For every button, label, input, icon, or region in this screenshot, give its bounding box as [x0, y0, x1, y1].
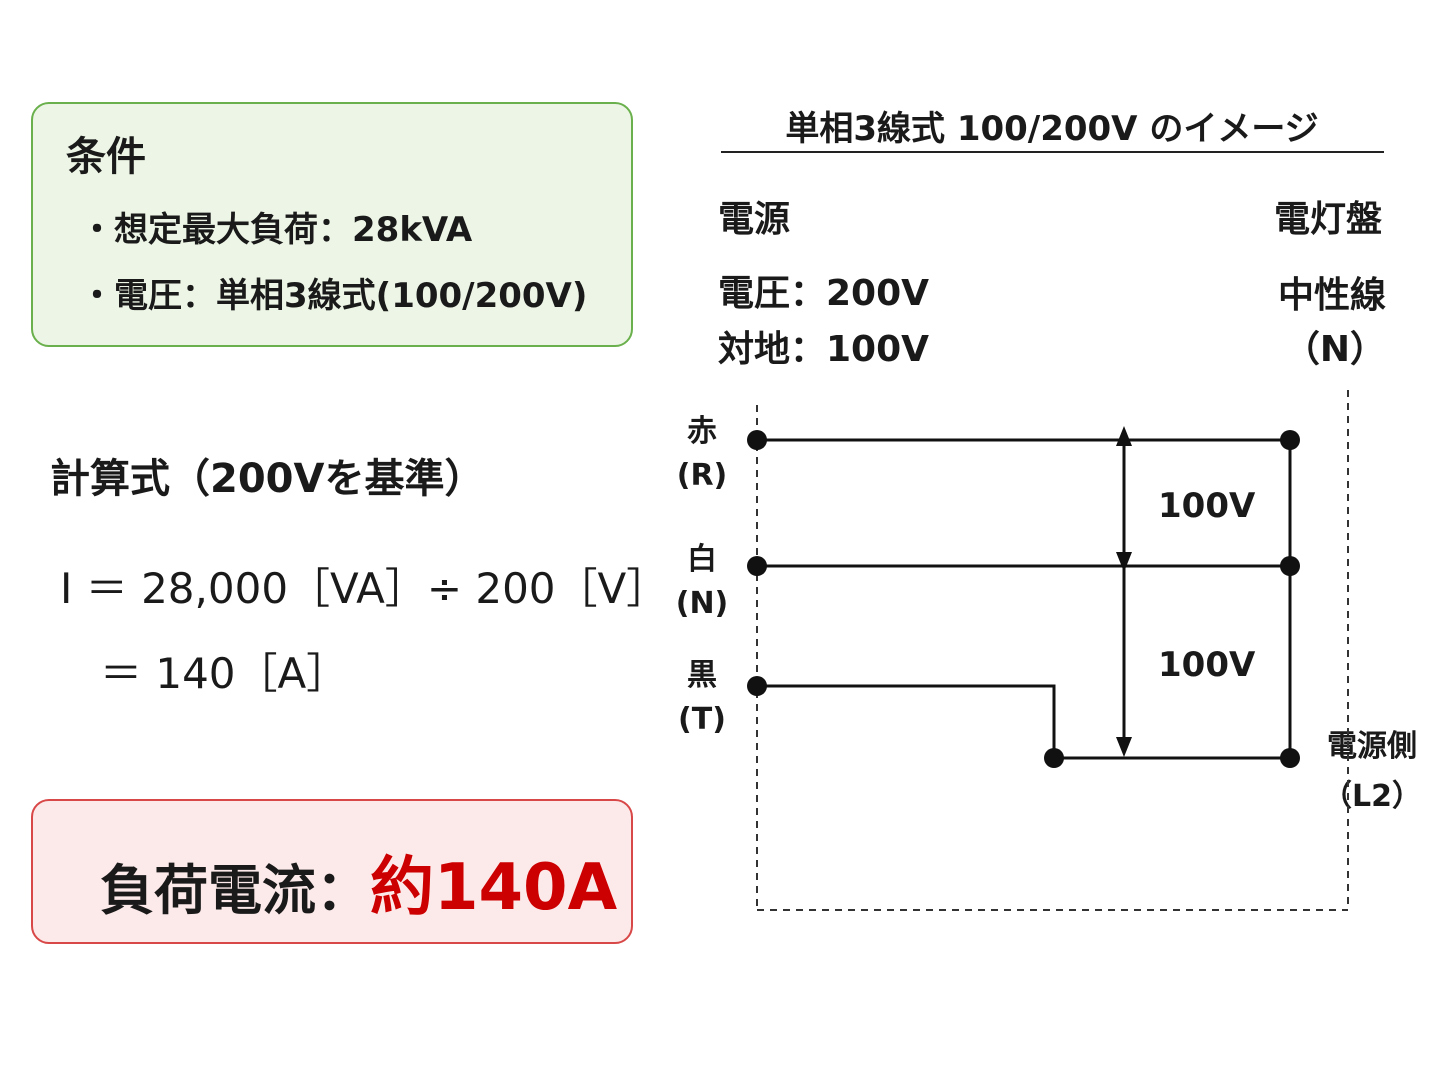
dashed-boundary: [756, 390, 1349, 911]
formula-line-1: I ＝ 28,000［VA］÷ 200［V］: [60, 564, 669, 613]
result-text: 負荷電流：約140A: [100, 836, 617, 928]
arrow-down-icon: [1116, 737, 1132, 757]
neutral-label: 中性線: [1277, 275, 1386, 316]
conditions-title: 条件: [66, 134, 146, 180]
arrow-down-icon: [1116, 552, 1132, 572]
result-label: 負荷電流：: [100, 859, 370, 922]
wire-black-name: 黒: [687, 658, 717, 693]
formula-line-2: ＝ 140［A］: [100, 649, 349, 698]
source-label: 電源: [718, 199, 791, 240]
source-side-code: （L2）: [1322, 779, 1422, 814]
ground-voltage-label: 対地：100V: [718, 329, 930, 370]
condition-item-load: ・想定最大負荷：28kVA: [80, 210, 473, 250]
wire-red-name: 赤: [687, 414, 717, 449]
wire-label-white: 白 (N): [672, 538, 732, 626]
node-bottom-left: [1044, 748, 1064, 768]
voltage-upper: 100V: [1158, 486, 1256, 526]
wire-red-code: (R): [676, 458, 728, 493]
voltage-lower: 100V: [1158, 645, 1256, 685]
panel-label: 電灯盤: [1273, 199, 1382, 240]
wire-label-red: 赤 (R): [672, 410, 732, 498]
node-black-source: [747, 676, 767, 696]
source-side-name: 電源側: [1327, 729, 1417, 764]
wire-black-code: (T): [678, 702, 726, 737]
result-box: [31, 799, 633, 944]
result-value: 約140A: [370, 851, 618, 925]
node-white-source: [747, 556, 767, 576]
wire-white-name: 白: [687, 542, 717, 577]
source-side-label: 電源側 （L2）: [1312, 722, 1432, 822]
diagram-title: 単相3線式 100/200V のイメージ: [785, 109, 1319, 149]
node-white-panel: [1280, 556, 1300, 576]
calculation-title: 計算式（200Vを基準）: [50, 456, 485, 502]
wire-black-line: [757, 684, 1056, 758]
condition-item-voltage: ・電圧：単相3線式(100/200V): [80, 276, 588, 316]
node-bottom-right: [1280, 748, 1300, 768]
node-red-panel: [1280, 430, 1300, 450]
title-underline: [721, 151, 1384, 153]
neutral-code: （N）: [1283, 329, 1386, 370]
wire-label-black: 黒 (T): [672, 654, 732, 742]
conditions-box: [31, 102, 633, 347]
arrow-up-icon: [1116, 426, 1132, 446]
voltage-label: 電圧：200V: [718, 273, 930, 314]
wire-white-code: (N): [675, 586, 729, 621]
node-red-source: [747, 430, 767, 450]
